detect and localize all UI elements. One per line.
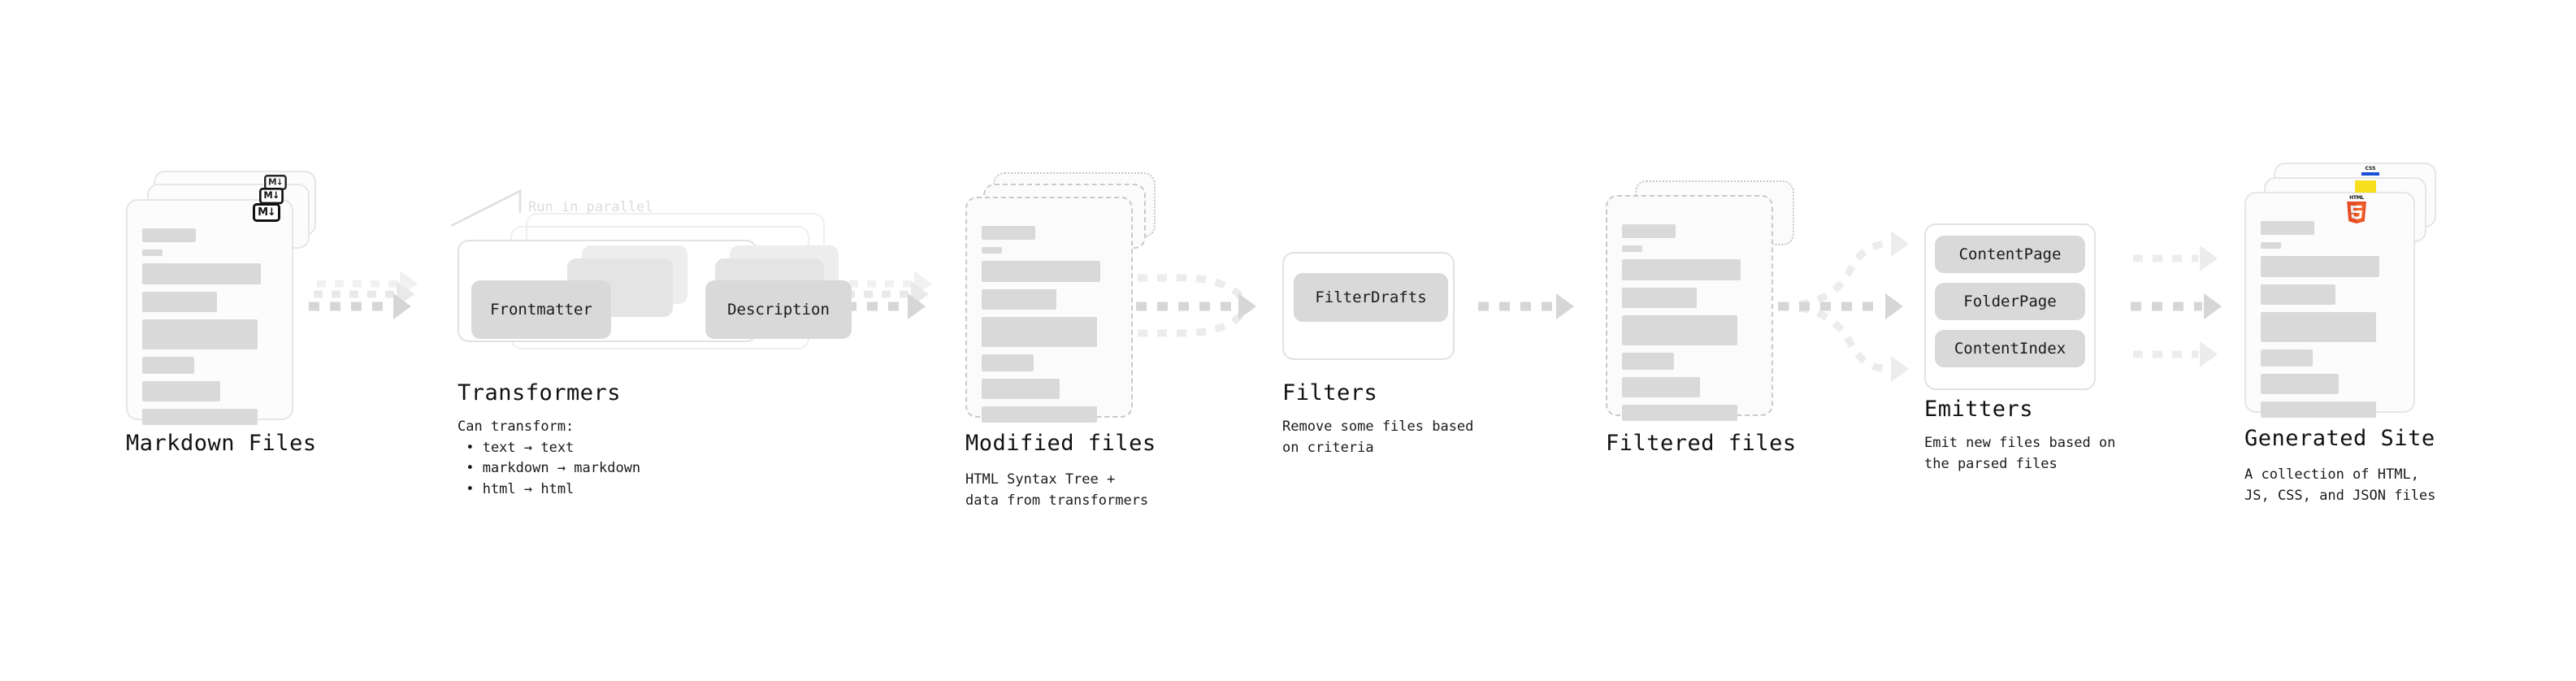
filter-chip-label: FilterDrafts xyxy=(1315,288,1427,306)
markdown-badge-letter: M xyxy=(263,190,272,202)
generated-card-front-html xyxy=(2244,192,2415,418)
stage-title-modified-files: Modified files xyxy=(965,431,1156,456)
markdown-badge-arrow: ↓ xyxy=(271,190,280,202)
css-badge-underline xyxy=(2361,172,2379,176)
stage-title-filtered-files: Filtered files xyxy=(1606,431,1797,456)
stage-subtitle-emitters: Emit new files based on the parsed files xyxy=(1924,435,2116,472)
arrow-filters-to-filtered xyxy=(1478,293,1574,319)
markdown-badge-letter: M xyxy=(267,177,277,188)
html5-shield-icon xyxy=(2347,202,2366,223)
stage-title-generated-site: Generated Site xyxy=(2244,426,2435,451)
css-badge: CSS xyxy=(2361,167,2379,177)
markdown-card-front xyxy=(126,199,293,425)
html5-badge: HTML xyxy=(2345,196,2368,223)
stage-title-transformers: Transformers xyxy=(458,380,622,406)
parallel-leader-line xyxy=(450,189,522,228)
stage-title-emitters: Emitters xyxy=(1924,397,2034,422)
emitter-chip-label: ContentPage xyxy=(1958,245,2062,263)
stage-subtitle-transformers: Can transform: • text → text • markdown … xyxy=(458,419,641,497)
stage-subtitle-filters: Remove some files based on criteria xyxy=(1282,419,1474,456)
run-in-parallel-annotation: Run in parallel xyxy=(528,199,653,215)
transformer-chip-description[interactable]: Description xyxy=(705,280,852,339)
emitter-chip-contentindex[interactable]: ContentIndex xyxy=(1935,330,2085,367)
transformer-chip-frontmatter[interactable]: Frontmatter xyxy=(471,280,611,339)
transformer-chip-label: Frontmatter xyxy=(490,301,592,319)
arrow-markdown-to-transformers xyxy=(309,271,418,319)
arrow-modified-to-filters xyxy=(1136,274,1256,337)
arrow-filtered-to-emitters xyxy=(1778,231,1909,382)
emitter-chip-folderpage[interactable]: FolderPage xyxy=(1935,283,2085,320)
markdown-badge-back-1: M↓ xyxy=(259,188,284,205)
modified-card-front xyxy=(965,197,1133,423)
css-badge-label: CSS xyxy=(2365,166,2376,171)
stage-title-filters: Filters xyxy=(1282,380,1378,406)
markdown-badge-arrow: ↓ xyxy=(267,206,276,219)
transformer-chip-label: Description xyxy=(727,301,830,319)
markdown-badge-letter: M xyxy=(258,206,268,219)
emitter-chip-label: ContentIndex xyxy=(1954,340,2066,358)
markdown-badge-arrow: ↓ xyxy=(275,177,284,188)
js-badge xyxy=(2355,180,2376,193)
emitter-chip-contentpage[interactable]: ContentPage xyxy=(1935,236,2085,273)
stage-subtitle-generated-site: A collection of HTML, JS, CSS, and JSON … xyxy=(2244,466,2436,504)
markdown-badge-front: M↓ xyxy=(253,203,280,222)
filter-chip-filterdrafts[interactable]: FilterDrafts xyxy=(1294,273,1448,322)
html5-badge-caption: HTML xyxy=(2349,195,2364,201)
stage-title-markdown-files: Markdown Files xyxy=(126,431,317,456)
arrow-emitters-to-site xyxy=(2131,245,2222,367)
emitter-chip-label: FolderPage xyxy=(1963,293,2057,310)
filtered-card-front xyxy=(1606,195,1773,421)
stage-subtitle-modified-files: HTML Syntax Tree + data from transformer… xyxy=(965,471,1149,509)
